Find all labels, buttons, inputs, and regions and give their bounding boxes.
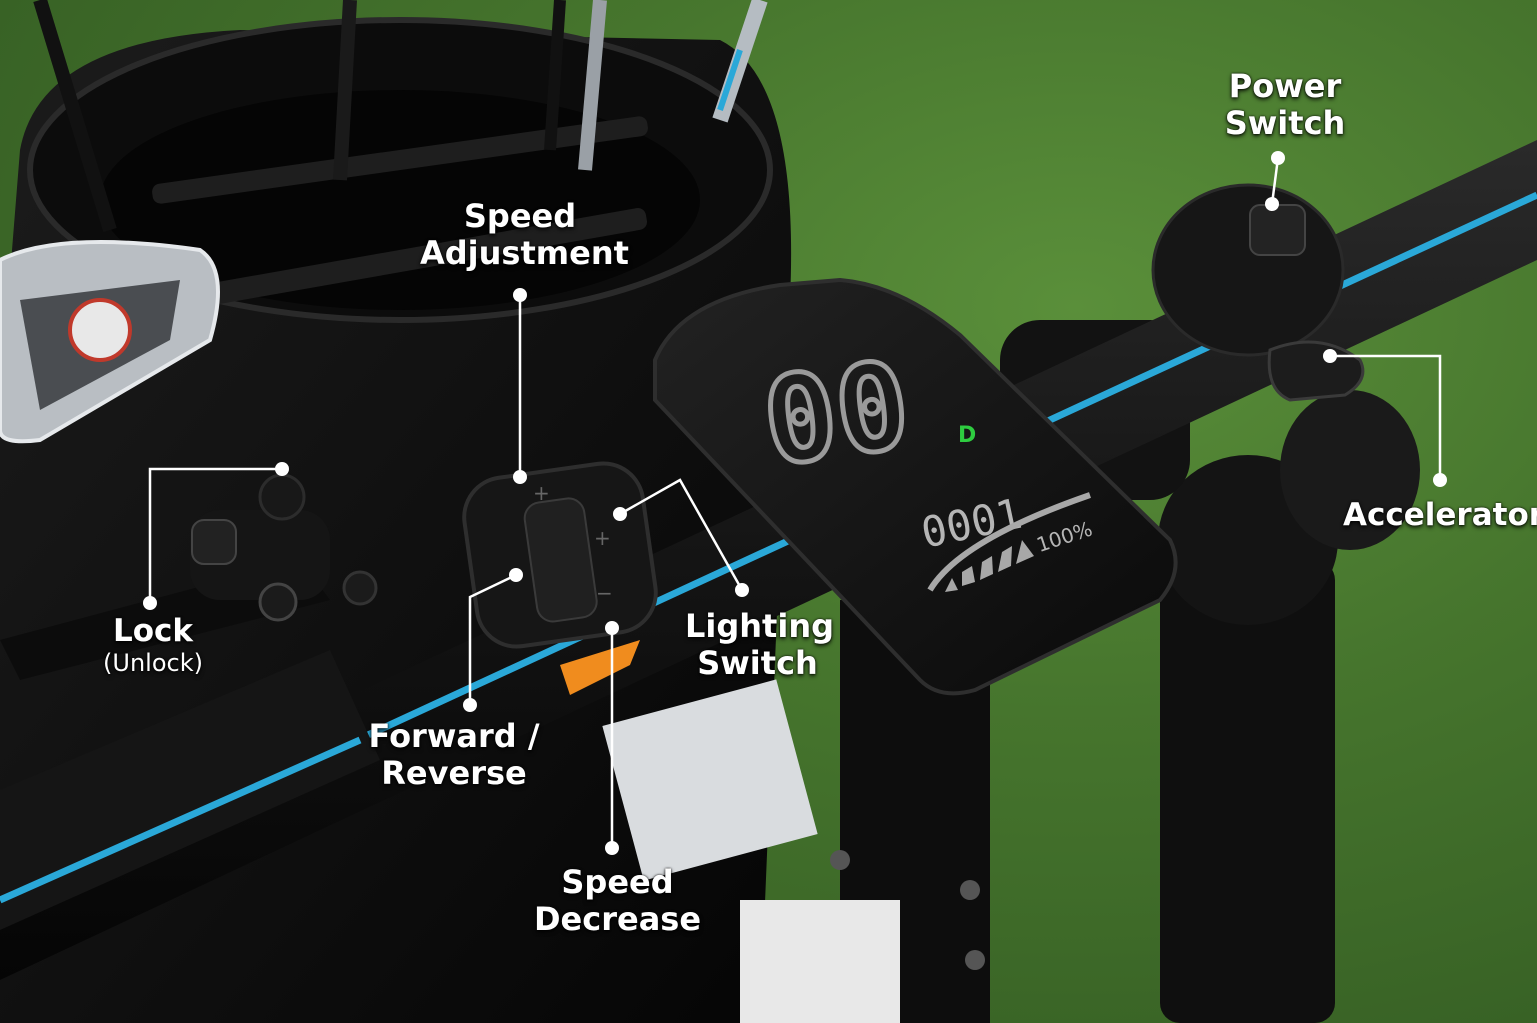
- battery-bars: [945, 540, 1034, 592]
- forward-reverse-line-2: Reverse: [381, 753, 527, 792]
- callout-forward-reverse: Forward / Reverse: [368, 718, 540, 792]
- speed-adjustment-line-2: Adjustment: [420, 233, 629, 272]
- accelerator-lever: [1267, 340, 1365, 402]
- golf-club-shafts: [33, 0, 768, 233]
- forward-reverse-line-1: Forward /: [368, 717, 540, 755]
- svg-text:+: +: [533, 481, 550, 505]
- lighting-switch-line-1: Lighting: [685, 607, 834, 645]
- svg-text:−: −: [596, 581, 613, 605]
- power-switch-line-2: Switch: [1224, 103, 1346, 142]
- speed-readout: 00: [755, 336, 917, 494]
- unlock-label: (Unlock): [103, 648, 203, 677]
- callout-accelerator: Accelerator: [1343, 497, 1537, 534]
- callout-lighting-switch: Lighting Switch: [685, 607, 834, 682]
- power-switch-housing: [1151, 183, 1345, 357]
- speed-decrease-trigger: [560, 640, 640, 695]
- speed-adjustment-line-1: Speed: [463, 197, 577, 235]
- handlebar: [0, 140, 1537, 980]
- gear-indicator: D: [958, 423, 976, 448]
- golf-iron-head: [0, 240, 220, 444]
- brake-lever: [0, 473, 378, 680]
- callout-speed-adjustment: Speed Adjustment: [420, 197, 629, 272]
- accelerator-label: Accelerator: [1343, 497, 1537, 533]
- control-pad: + + −: [462, 461, 658, 695]
- speed-decrease-line-1: Speed: [561, 863, 674, 901]
- callout-power-switch: Power Switch: [1205, 68, 1365, 142]
- svg-text:+: +: [594, 526, 611, 550]
- speed-decrease-line-2: Decrease: [533, 899, 702, 938]
- lighting-switch-line-2: Switch: [697, 643, 818, 682]
- lock-label: Lock: [112, 613, 194, 649]
- callout-speed-decrease: Speed Decrease: [530, 864, 705, 938]
- callout-leader-lines: [143, 151, 1447, 855]
- lcd-display: 00 D 0001 100%: [653, 277, 1178, 696]
- power-switch-line-1: Power: [1228, 67, 1342, 105]
- battery-arc: [927, 492, 1091, 592]
- callout-lock: Lock (Unlock): [88, 613, 218, 677]
